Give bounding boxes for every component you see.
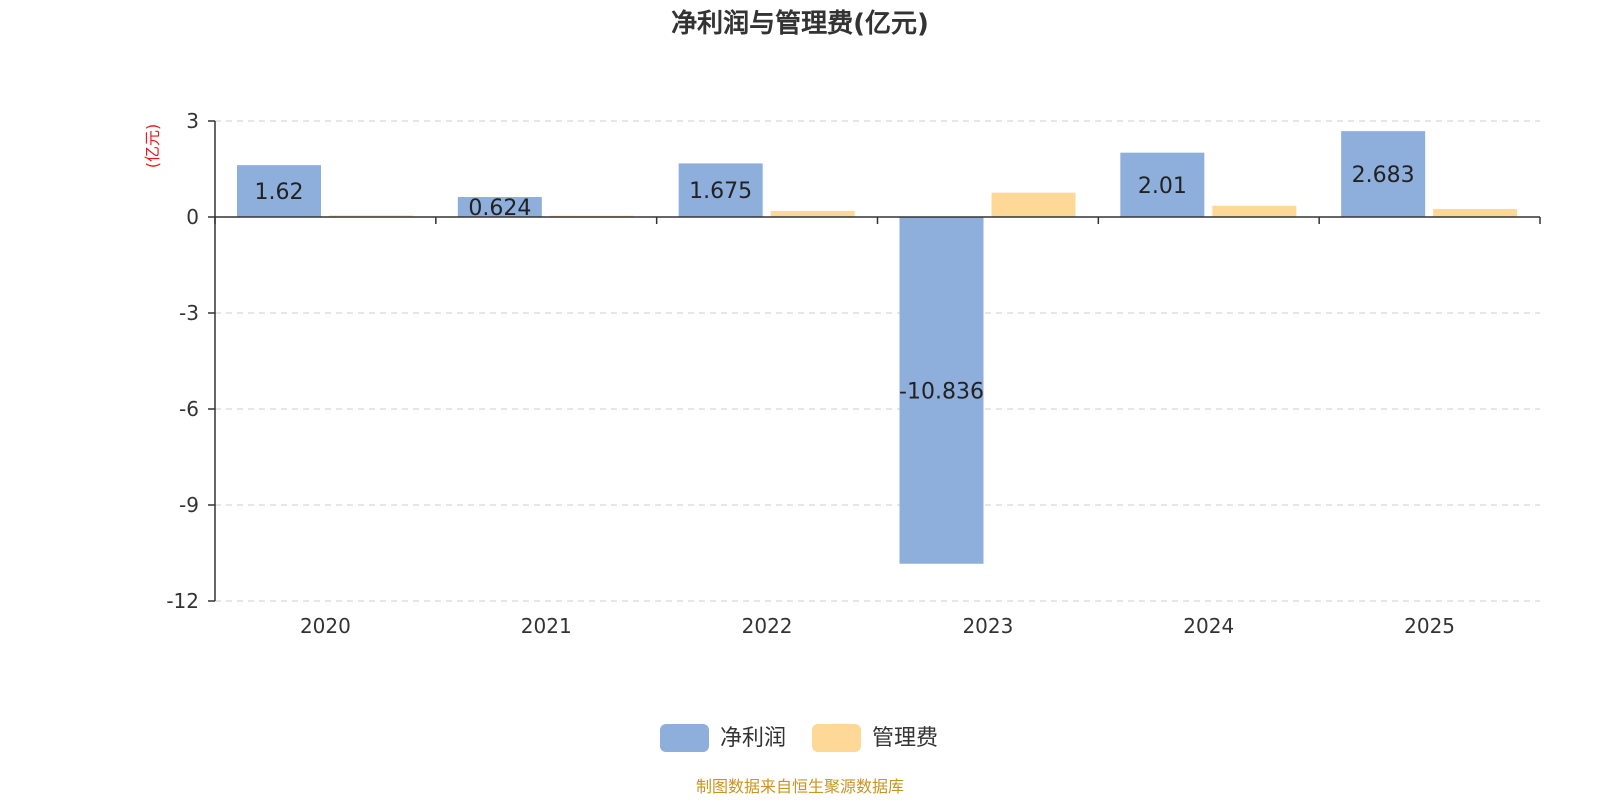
x-tick-label: 2024 (1183, 614, 1234, 638)
net-profit-bar[interactable] (678, 163, 763, 217)
net-profit-bar[interactable] (237, 165, 321, 217)
bar-data-label: 2.01 (1138, 174, 1187, 199)
admin-expense-bar[interactable] (770, 210, 855, 217)
gridlines (215, 120, 1540, 602)
y-tick-label: -3 (179, 301, 199, 325)
net-profit-bar[interactable] (457, 197, 542, 217)
bars (237, 131, 1518, 564)
data-source-note: 制图数据来自恒生聚源数据库 (696, 777, 904, 796)
axes: 3 0 -3 -6 -9 -12 2020 2021 2022 2023 2024 2025 (166, 109, 1541, 638)
net-profit-bar[interactable] (1341, 131, 1426, 217)
y-tick-label: -12 (166, 589, 199, 613)
legend[interactable]: 净利润 管理费 (660, 724, 938, 752)
legend-swatch-net-profit[interactable] (660, 724, 709, 752)
net-profit-bar[interactable] (899, 217, 984, 564)
admin-expense-bar[interactable] (329, 215, 413, 217)
x-tick-label: 2023 (962, 614, 1013, 638)
bar-data-label: 1.675 (689, 179, 752, 204)
y-tick-label: 0 (186, 205, 199, 229)
y-tick-label: 3 (186, 109, 199, 133)
chart-title: 净利润与管理费(亿元) (671, 8, 929, 39)
admin-expense-bar[interactable] (1433, 209, 1518, 217)
bar-data-label: 0.624 (468, 196, 531, 221)
net-profit-bar[interactable] (1120, 152, 1205, 217)
x-tick-label: 2022 (742, 614, 793, 638)
bar-data-label: 1.62 (255, 180, 304, 205)
x-tick-label: 2021 (521, 614, 572, 638)
admin-expense-bar[interactable] (991, 192, 1076, 217)
data-labels: 1.62 0.624 1.675 -10.836 2.01 2.683 (255, 163, 1415, 404)
y-tick-label: -6 (179, 397, 199, 421)
x-tick-label: 2025 (1404, 614, 1455, 638)
y-axis-unit-label: (亿元) (143, 124, 162, 169)
bar-data-label: 2.683 (1352, 163, 1415, 188)
admin-expense-bar[interactable] (1212, 205, 1297, 217)
y-tick-label: -9 (179, 493, 199, 517)
bar-data-label: -10.836 (899, 379, 984, 404)
legend-label-net-profit[interactable]: 净利润 (720, 726, 786, 751)
legend-label-admin-expense[interactable]: 管理费 (872, 726, 938, 751)
x-tick-label: 2020 (300, 614, 351, 638)
legend-swatch-admin-expense[interactable] (812, 724, 861, 752)
